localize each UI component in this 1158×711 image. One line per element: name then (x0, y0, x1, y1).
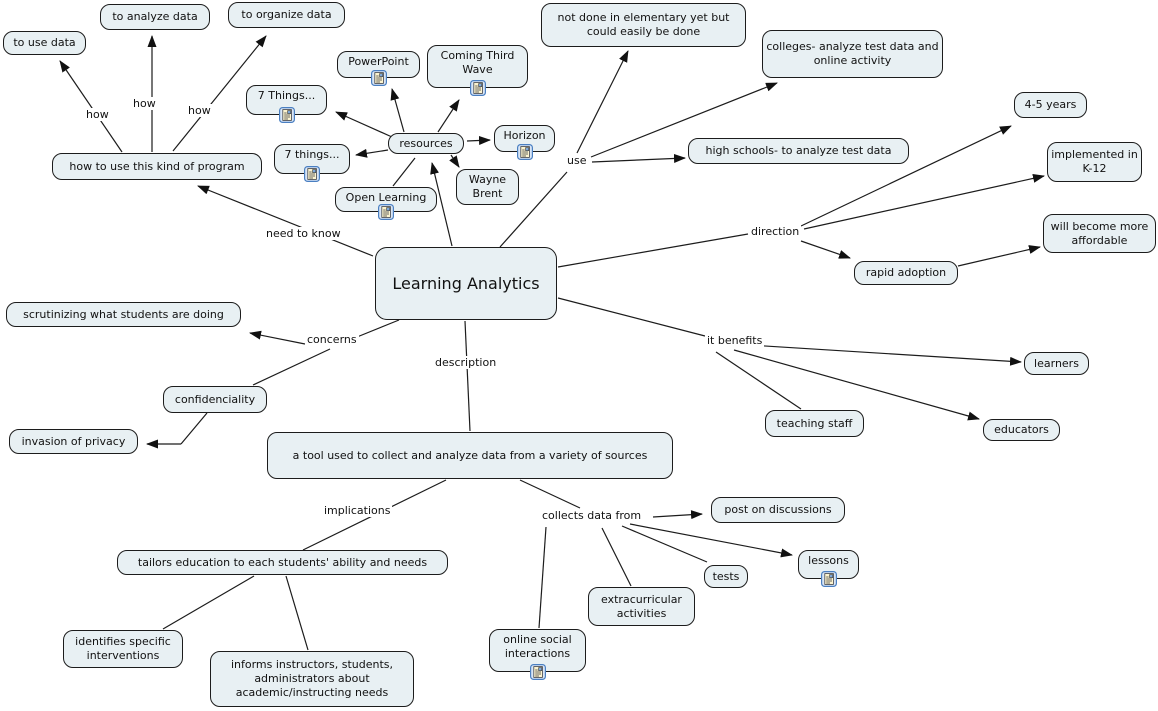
resource-icon[interactable] (470, 80, 486, 96)
node-label: learners (1034, 356, 1079, 370)
node-colleges[interactable]: colleges- analyze test data and online a… (762, 30, 943, 78)
resource-icon[interactable] (517, 144, 533, 160)
node-7-things-upper[interactable]: 7 Things... (246, 85, 327, 115)
node-label: Open Learning (345, 191, 427, 204)
node-label: implemented in K-12 (1051, 148, 1138, 175)
linking-phrase-concerns[interactable]: concerns (305, 333, 359, 347)
node-label: online social interactions (503, 633, 572, 660)
node-learning-analytics[interactable]: Learning Analytics (375, 247, 557, 320)
node-label: how to use this kind of program (69, 159, 245, 173)
node-label: PowerPoint (348, 55, 409, 68)
node-powerpoint[interactable]: PowerPoint (337, 51, 420, 78)
node-label: Horizon (503, 129, 546, 142)
node-label: lessons (808, 554, 849, 567)
node-rapid-adoption[interactable]: rapid adoption (854, 261, 958, 285)
node-label: teaching staff (776, 416, 853, 430)
node-tests[interactable]: tests (704, 565, 748, 588)
node-not-done-in-elementary[interactable]: not done in elementary yet but could eas… (541, 3, 746, 47)
linking-phrase-how-2[interactable]: how (131, 97, 158, 111)
node-label: extracurricular activities (601, 592, 682, 620)
node-lessons[interactable]: lessons (798, 550, 859, 579)
node-online-social-interactions[interactable]: online social interactions (489, 629, 586, 672)
node-label: to organize data (241, 8, 332, 22)
node-label: to analyze data (112, 10, 198, 24)
linking-phrase-how-3[interactable]: how (186, 104, 213, 118)
node-identifies-interventions[interactable]: identifies specific interventions (63, 630, 183, 668)
node-label: tests (712, 569, 740, 583)
linking-phrase-how-1[interactable]: how (84, 108, 111, 122)
node-to-analyze-data[interactable]: to analyze data (100, 4, 210, 30)
resource-icon[interactable] (530, 664, 546, 680)
node-high-schools[interactable]: high schools- to analyze test data (688, 138, 909, 164)
linking-phrase-use[interactable]: use (565, 154, 589, 168)
node-label: invasion of privacy (21, 434, 126, 448)
resource-icon[interactable] (378, 204, 394, 220)
node-scrutinizing-students[interactable]: scrutinizing what students are doing (6, 302, 241, 327)
node-horizon[interactable]: Horizon (494, 125, 555, 152)
node-label: colleges- analyze test data and online a… (766, 40, 939, 67)
node-informs-instructors[interactable]: informs instructors, students, administr… (210, 651, 414, 707)
node-implemented-in-k12[interactable]: implemented in K-12 (1047, 142, 1142, 182)
node-label: not done in elementary yet but could eas… (557, 11, 730, 38)
node-coming-third-wave[interactable]: Coming Third Wave (427, 45, 528, 88)
node-label: post on discussions (724, 503, 832, 517)
node-extracurricular-activities[interactable]: extracurricular activities (588, 587, 695, 626)
node-learners[interactable]: learners (1024, 352, 1089, 375)
node-label: Wayne Brent (468, 173, 507, 200)
node-open-learning[interactable]: Open Learning (335, 187, 437, 212)
node-4-5-years[interactable]: 4-5 years (1014, 92, 1087, 118)
linking-phrase-direction[interactable]: direction (749, 225, 802, 239)
linking-phrase-need-to-know[interactable]: need to know (264, 227, 343, 241)
node-label: to use data (13, 36, 76, 50)
linking-phrase-collects-data-from[interactable]: collects data from (540, 509, 644, 523)
node-to-use-data[interactable]: to use data (3, 31, 86, 55)
node-to-organize-data[interactable]: to organize data (228, 2, 345, 28)
node-label: will become more affordable (1050, 219, 1149, 247)
node-confidenciality[interactable]: confidenciality (163, 386, 267, 413)
node-label: high schools- to analyze test data (705, 144, 892, 158)
node-will-become-more-affordable[interactable]: will become more affordable (1043, 214, 1156, 253)
node-tailors-education[interactable]: tailors education to each students' abil… (117, 550, 448, 575)
resource-icon[interactable] (371, 70, 387, 86)
linking-phrase-it-benefits[interactable]: it benefits (705, 334, 765, 348)
node-label: Learning Analytics (392, 273, 540, 293)
node-label: a tool used to collect and analyze data … (292, 448, 648, 462)
node-label: 4-5 years (1024, 98, 1077, 112)
resource-icon[interactable] (279, 107, 295, 123)
node-tool-description[interactable]: a tool used to collect and analyze data … (267, 432, 673, 479)
node-how-to-use-this-kind-of-program[interactable]: how to use this kind of program (52, 153, 262, 180)
linking-phrase-description[interactable]: description (433, 356, 499, 370)
edge-lines (59, 35, 1045, 651)
node-label: scrutinizing what students are doing (23, 307, 224, 321)
node-label: rapid adoption (865, 266, 947, 280)
linking-phrase-implications[interactable]: implications (322, 504, 393, 518)
node-label: confidenciality (174, 392, 256, 406)
node-post-on-discussions[interactable]: post on discussions (711, 497, 845, 523)
node-resources[interactable]: resources (388, 133, 464, 154)
node-label: identifies specific interventions (75, 635, 171, 662)
node-label: informs instructors, students, administr… (230, 658, 394, 699)
node-label: resources (399, 136, 453, 150)
node-label: 7 Things... (257, 89, 316, 102)
node-wayne-brent[interactable]: Wayne Brent (456, 169, 519, 205)
node-label: Coming Third Wave (440, 49, 515, 76)
node-label: educators (994, 423, 1049, 437)
resource-icon[interactable] (304, 166, 320, 182)
node-label: tailors education to each students' abil… (137, 555, 428, 569)
resource-icon[interactable] (821, 571, 837, 587)
node-7-things-lower[interactable]: 7 things... (274, 144, 350, 174)
node-label: 7 things... (284, 148, 340, 161)
node-invasion-of-privacy[interactable]: invasion of privacy (9, 429, 138, 454)
node-teaching-staff[interactable]: teaching staff (765, 410, 864, 437)
node-educators[interactable]: educators (983, 419, 1060, 441)
